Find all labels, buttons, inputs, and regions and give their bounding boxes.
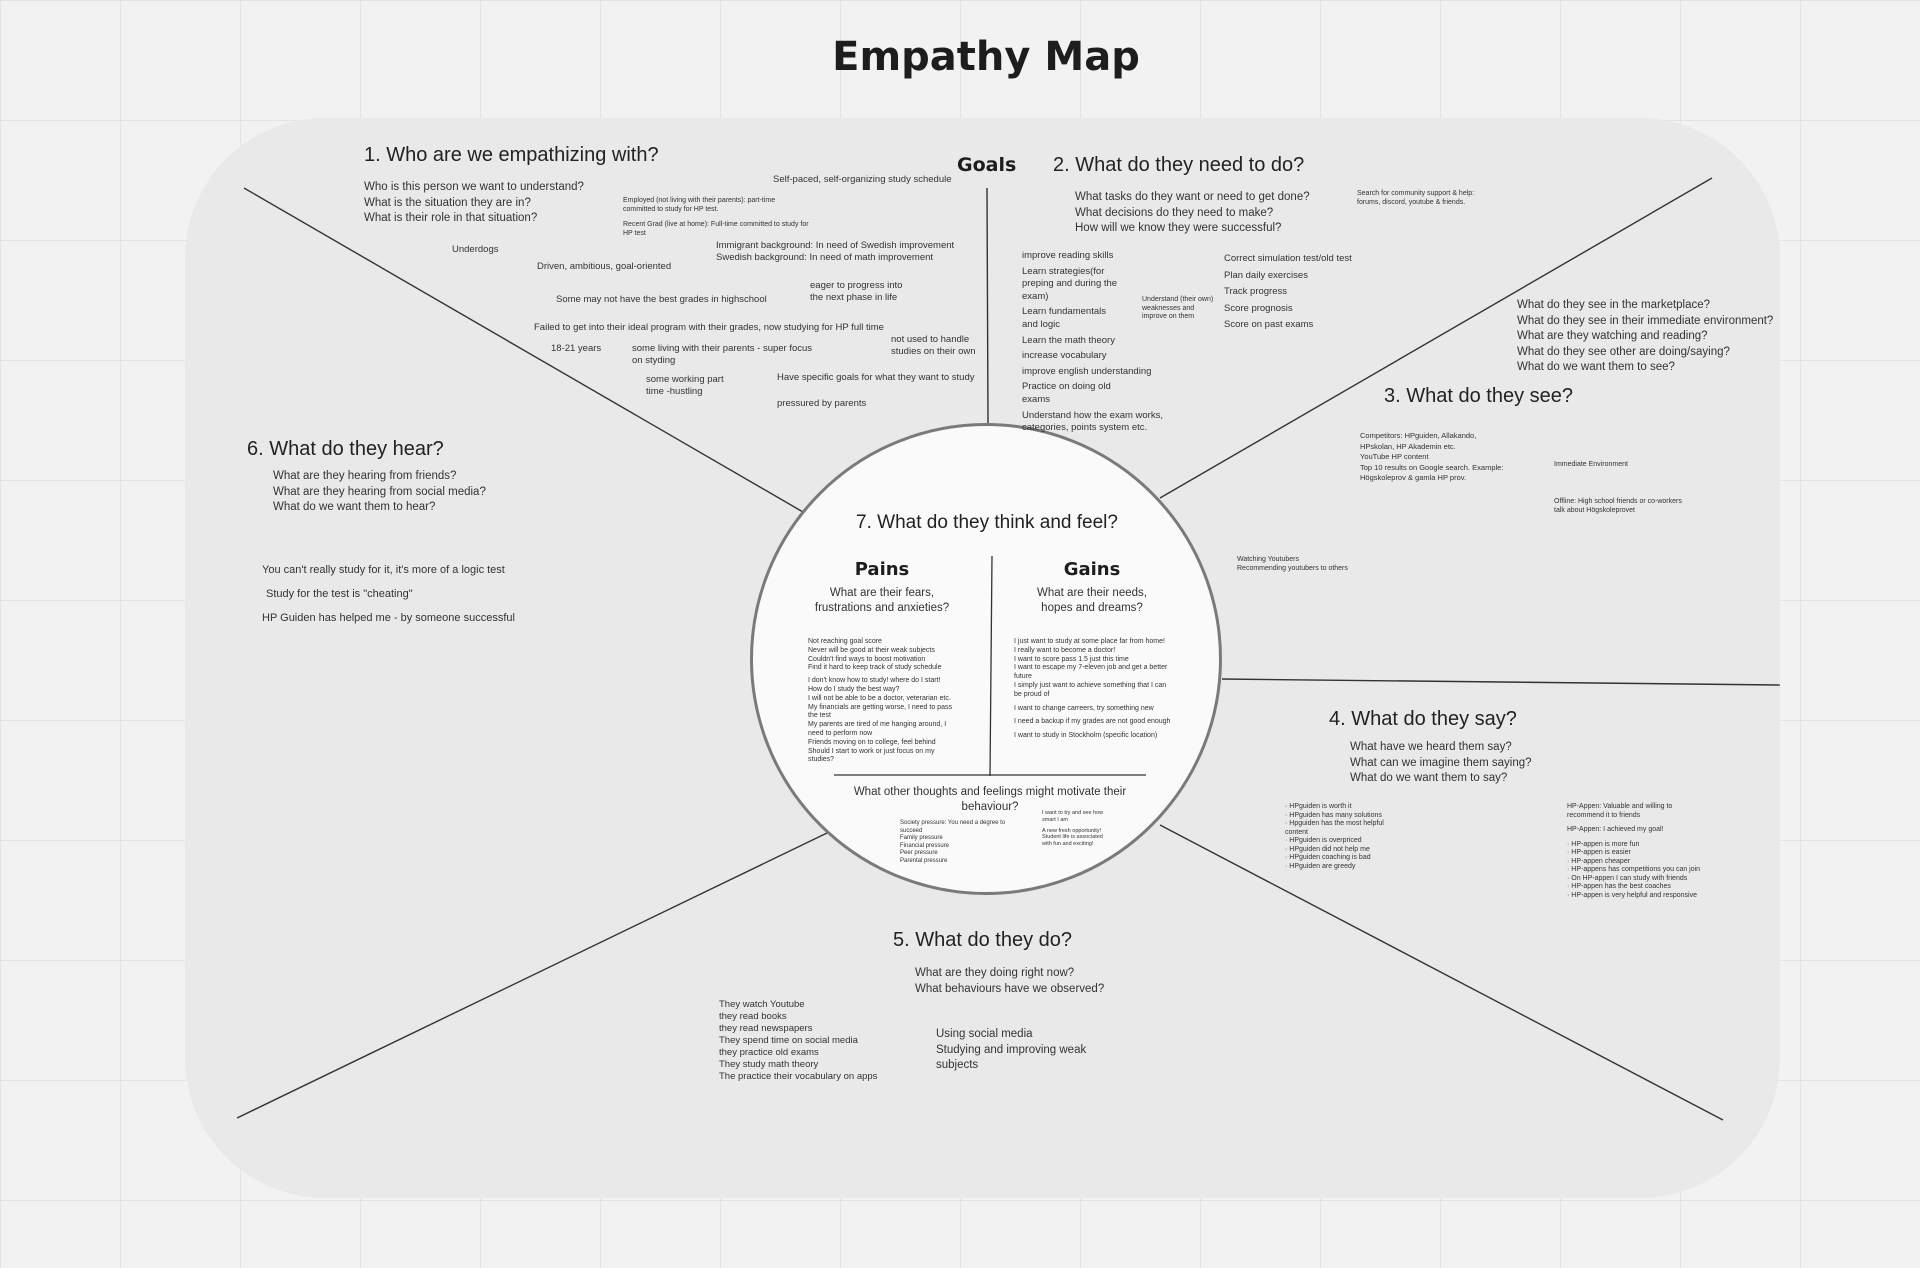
divider-line-2-3: [1159, 177, 1713, 499]
needs-list-1: improve reading skills Learn strategies(…: [1022, 250, 1163, 434]
note-community: Search for community support & help:foru…: [1357, 190, 1475, 206]
hear-note-hp-guiden: HP Guiden has helped me - by someone suc…: [262, 612, 515, 624]
think-feel-circle: [750, 423, 1222, 895]
note-employed: Employed (not living with their parents)…: [623, 197, 776, 213]
note-grades: Some may not have the best grades in hig…: [556, 294, 767, 305]
note-underdogs: Underdogs: [452, 244, 499, 255]
note-offline: Offline: High school friends or co-worke…: [1554, 498, 1682, 514]
divider-line-3-4: [1221, 678, 1781, 686]
section-5-prompts: What are they doing right now?What behav…: [915, 967, 1105, 995]
note-self-paced: Self-paced, self-organizing study schedu…: [773, 174, 952, 185]
section-7-title: 7. What do they think and feel?: [856, 512, 1118, 533]
note-failed: Failed to get into their ideal program w…: [534, 322, 884, 333]
pains-title: Pains: [854, 559, 910, 580]
note-pressured: pressured by parents: [777, 398, 867, 409]
gains-list: I just want to study at some place far f…: [1014, 638, 1171, 740]
divider-line-5-6: [236, 832, 828, 1119]
divider-line-4-5: [1159, 824, 1724, 1121]
hear-note-logic-test: You can't really study for it, it's more…: [262, 564, 505, 576]
gains-subtitle: What are their needs,hopes and dreams?: [1037, 587, 1147, 614]
say-list-left: · HPguiden is worth it· HPguiden has man…: [1285, 803, 1384, 870]
section-3-prompts: What do they see in the marketplace?What…: [1517, 299, 1774, 373]
section-5-title: 5. What do they do?: [893, 929, 1073, 951]
pains-subtitle: What are their fears,frustrations and an…: [814, 587, 950, 614]
note-immigrant: Immigrant background: In need of Swedish…: [716, 240, 955, 263]
section-4-prompts: What have we heard them say?What can we …: [1350, 741, 1532, 784]
note-immediate-env: Immediate Environment: [1554, 461, 1628, 468]
divider-line-1-6: [243, 187, 804, 513]
section-6-title: 6. What do they hear?: [247, 438, 444, 460]
section-1-title: 1. Who are we empathizing with?: [364, 144, 659, 166]
note-driven: Driven, ambitious, goal-oriented: [537, 261, 672, 272]
section-3-title: 3. What do they see?: [1384, 385, 1574, 407]
other-thoughts-title: What other thoughts and feelings might m…: [853, 786, 1127, 813]
hear-note-cheating: Study for the test is "cheating": [266, 588, 413, 600]
note-specific-goals: Have specific goals for what they want t…: [777, 372, 975, 383]
page-title: Empathy Map: [832, 34, 1140, 80]
gains-title: Gains: [1063, 559, 1121, 580]
section-1-prompts: Who is this person we want to understand…: [364, 181, 584, 224]
divider-line-goals-2: [986, 187, 989, 424]
section-2-title: 2. What do they need to do?: [1053, 154, 1305, 176]
note-recent-grad: Recent Grad (live at home): Full-time co…: [623, 221, 809, 237]
section-6-prompts: What are they hearing from friends?What …: [273, 470, 486, 513]
note-living: some living with their parents - super f…: [632, 343, 813, 366]
goals-label: Goals: [957, 154, 1017, 176]
section-2-prompts: What tasks do they want or need to get d…: [1075, 191, 1310, 234]
note-age: 18-21 years: [551, 343, 602, 354]
note-competitors: Competitors: HPguiden, Allakando,HPskola…: [1360, 431, 1504, 482]
section-4-title: 4. What do they say?: [1329, 708, 1517, 730]
